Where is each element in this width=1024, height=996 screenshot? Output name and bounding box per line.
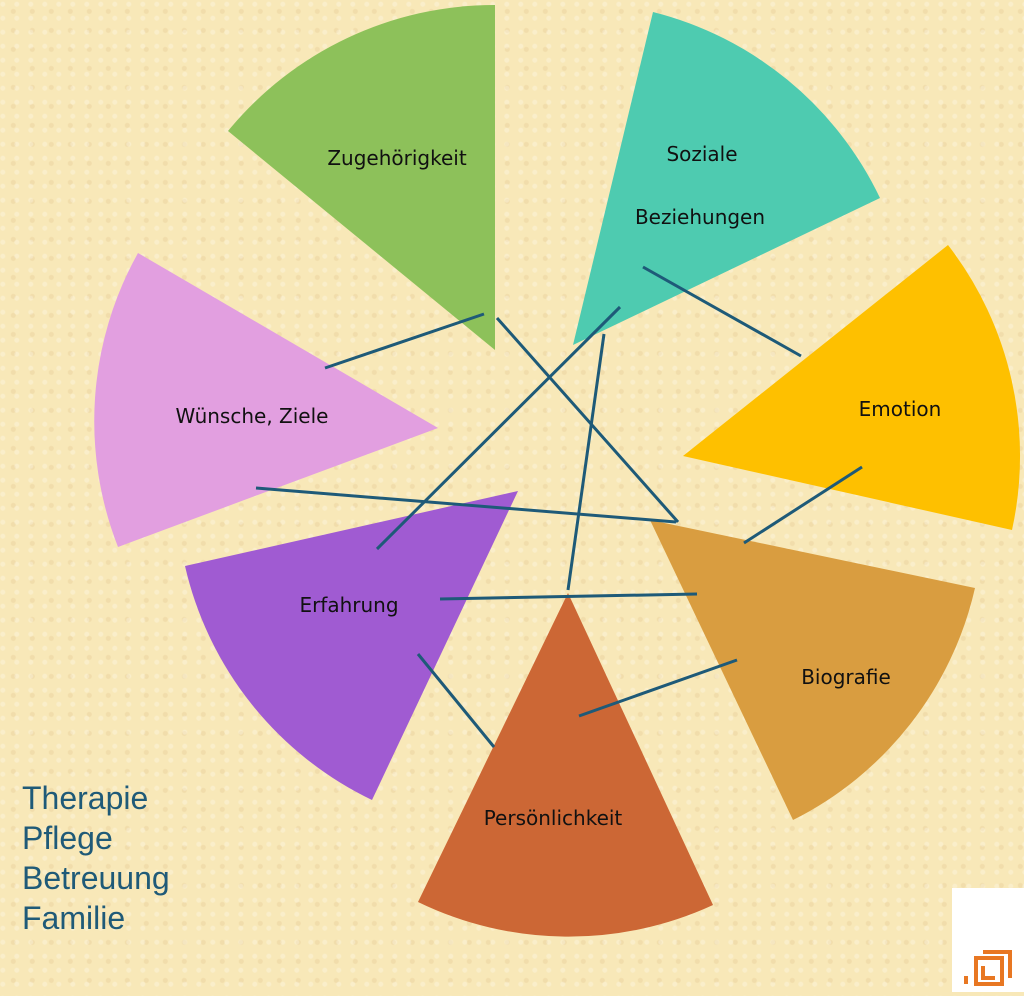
connector-line <box>324 312 485 370</box>
segment-biografie <box>650 520 975 820</box>
role-item-betreuung: Betreuung <box>22 860 170 896</box>
segment-persoenlichkeit <box>418 593 713 937</box>
label-zugehoerigkeit: Zugehörigkeit <box>327 146 466 170</box>
label-wuensche-ziele: Wünsche, Ziele <box>176 404 329 428</box>
role-list: Therapie Pflege Betreuung Familie <box>22 778 170 938</box>
segment-erfahrung <box>185 491 518 800</box>
connector-line <box>578 658 738 718</box>
label-beziehungen: Beziehungen <box>635 205 765 229</box>
connector-line <box>642 265 802 358</box>
segment-zugehoerigkeit <box>228 4 495 351</box>
segment-wuensche-ziele <box>94 253 438 547</box>
role-item-familie: Familie <box>22 900 126 936</box>
connector-line <box>743 465 863 545</box>
connector-line <box>495 317 680 523</box>
logo <box>952 888 1024 992</box>
connector-line <box>375 305 622 551</box>
label-emotion: Emotion <box>859 397 942 421</box>
role-item-pflege: Pflege <box>22 820 113 856</box>
connector-lines <box>255 265 863 748</box>
connector-line <box>255 486 677 524</box>
label-biografie: Biografie <box>801 665 891 689</box>
label-persoenlichkeit: Persönlichkeit <box>484 806 623 830</box>
role-item-therapie: Therapie <box>22 780 149 816</box>
connector-line <box>566 333 606 591</box>
logo-icon <box>964 950 1012 986</box>
label-soziale: Soziale <box>666 142 737 166</box>
label-erfahrung: Erfahrung <box>299 593 398 617</box>
connector-line <box>416 653 496 748</box>
connector-line <box>439 592 698 601</box>
segment-soziale-beziehungen <box>573 12 880 345</box>
segment-emotion <box>683 245 1021 530</box>
